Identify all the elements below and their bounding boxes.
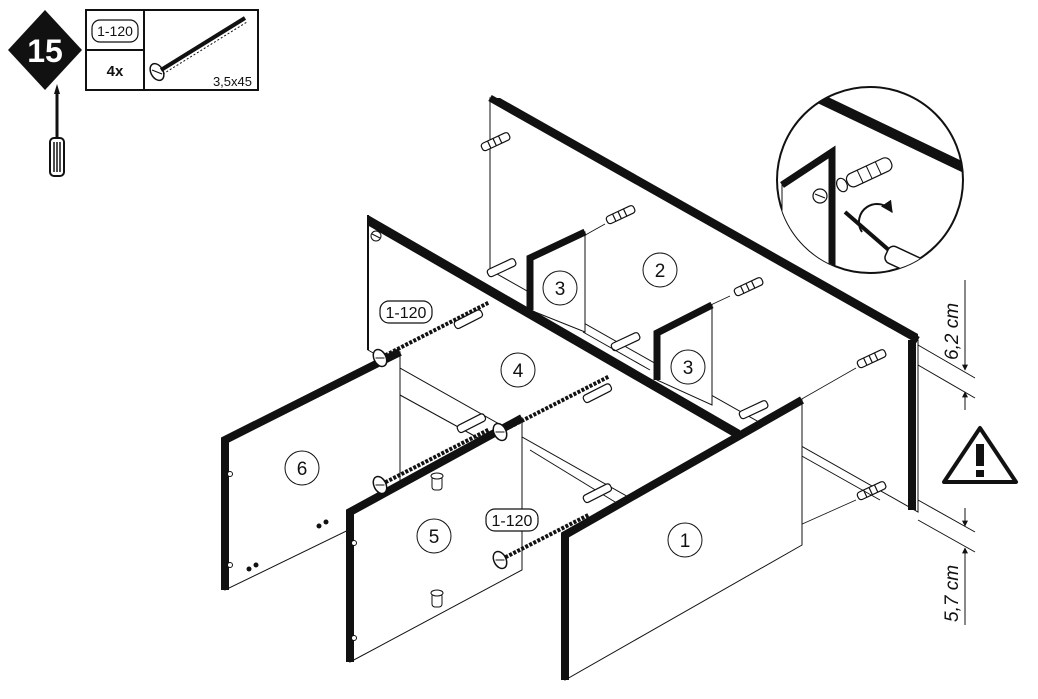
- svg-text:1: 1: [680, 531, 691, 552]
- callout-label: 1-120: [386, 305, 427, 322]
- panel-label-3: 3: [670, 349, 706, 385]
- svg-text:3: 3: [683, 358, 694, 379]
- magnifier-detail-icon: [776, 86, 964, 274]
- svg-text:2: 2: [655, 261, 666, 282]
- callout-label: 1-120: [492, 513, 533, 530]
- parts-quantity: 4x: [107, 63, 124, 80]
- svg-text:3: 3: [555, 279, 566, 300]
- dimension-bottom: 5,7 cm: [917, 499, 976, 625]
- dowel-icon: [453, 309, 613, 504]
- dimension-bottom-label: 5,7 cm: [942, 565, 963, 622]
- svg-text:6: 6: [297, 459, 308, 480]
- warning-icon: [942, 426, 1018, 484]
- panel-label-1: 1: [667, 522, 703, 558]
- panel-label-5: 5: [416, 518, 452, 554]
- screw-icon: [149, 16, 248, 82]
- dimension-top-label: 6,2 cm: [942, 303, 963, 360]
- dowel-icon: [480, 132, 887, 501]
- svg-text:5: 5: [429, 527, 440, 548]
- dimension-top: 6,2 cm: [917, 280, 976, 410]
- panel-label-6: 6: [284, 450, 320, 486]
- screwdriver-icon: [49, 84, 65, 177]
- svg-text:4: 4: [513, 361, 524, 382]
- panel-label-4: 4: [500, 352, 536, 388]
- step-number: 15: [27, 33, 63, 69]
- panel-label-3: 3: [542, 270, 578, 306]
- panel-label-2: 2: [642, 252, 678, 288]
- screw-icon: [372, 300, 610, 570]
- screw-size: 3,5x45: [213, 74, 252, 89]
- panel-2: [488, 94, 920, 513]
- step-badge: 15: [8, 10, 82, 90]
- parts-table: 1-120 4x 3,5x45: [85, 9, 259, 91]
- parts-code: 1-120: [97, 23, 133, 39]
- callout-screw-code: 1-120: [379, 300, 433, 324]
- callout-screw-code: 1-120: [485, 508, 539, 532]
